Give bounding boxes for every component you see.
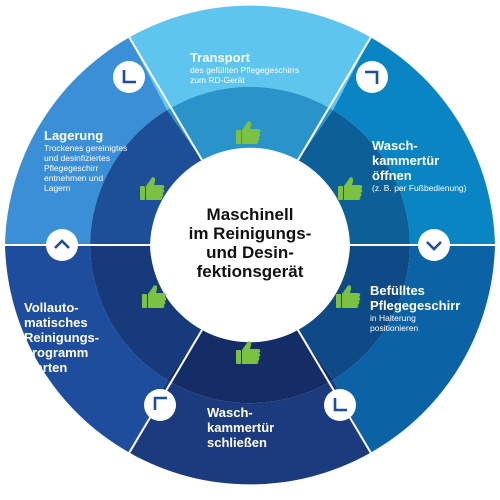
- segment-title: öffnen: [372, 168, 412, 183]
- segment-subtitle: Pflegegeschirr: [44, 163, 99, 173]
- segment-subtitle: Trockenes gereinigtes: [44, 143, 128, 153]
- segment-subtitle: zum RD-Gerät: [190, 75, 245, 85]
- segment-title: Lagerung: [44, 128, 104, 143]
- center-title: Maschinell im Reinigungs- und Desin- fek…: [170, 205, 330, 281]
- center-title-line: und Desin-: [206, 243, 294, 262]
- chevron-icon: [144, 389, 176, 421]
- center-title-line: im Reinigungs-: [188, 224, 312, 243]
- segment-schliessen-label: Wasch- kammertür schließen: [207, 405, 274, 450]
- segment-subtitle: entnehmen und: [44, 173, 104, 183]
- segment-befuelltes-bg: [333, 245, 495, 453]
- segment-title: Wasch-: [207, 405, 253, 420]
- chevron-icon: [418, 229, 450, 261]
- segment-subtitle: in Halterung: [370, 313, 416, 323]
- chevron-icon: [46, 229, 78, 261]
- thumbs-up-icon: [140, 177, 165, 200]
- segment-transport-label: Transport des gefüllten Pflegegeschirrs …: [190, 50, 299, 85]
- segment-subtitle: positionieren: [370, 323, 419, 333]
- segment-title: Vollauto-: [24, 300, 79, 315]
- thumbs-up-icon: [338, 177, 363, 200]
- segment-title: schließen: [207, 435, 267, 450]
- segment-lagerung-label: Lagerung Trockenes gereinigtes und desin…: [44, 128, 127, 193]
- segment-title: starten: [24, 360, 68, 375]
- inner-segment-oeffnen: [298, 110, 410, 245]
- segment-befuelltes-label: Befülltes Pflegegeschirr in Halterung po…: [370, 283, 460, 333]
- center-title-line: fektionsgerät: [196, 262, 304, 281]
- segment-title: Pflegegeschirr: [370, 298, 461, 313]
- segment-subtitle: des gefüllten Pflegegeschirrs: [190, 65, 300, 75]
- center-circle: [153, 148, 347, 342]
- segment-programm-label: Vollauto- matisches Reinigungs- programm…: [24, 300, 99, 375]
- segment-subtitle: und desinfiziertes: [44, 153, 111, 163]
- chevron-icon: [356, 61, 388, 93]
- thumbs-up-icon: [236, 341, 261, 364]
- inner-segment-programm: [90, 245, 202, 380]
- segment-title: Wasch-: [372, 138, 418, 153]
- chevron-icon: [113, 61, 145, 93]
- segment-title: Befülltes: [370, 283, 425, 298]
- segment-title: Transport: [190, 50, 250, 65]
- segment-title: programm: [24, 345, 89, 360]
- segment-subtitle: Lagern: [44, 183, 71, 193]
- segment-title: kammertür: [207, 420, 275, 435]
- thumbs-up-icon: [336, 285, 361, 308]
- inner-segment-schliessen: [167, 330, 333, 404]
- segment-title: kammertür: [372, 153, 440, 168]
- segment-title: Reinigungs-: [24, 330, 100, 345]
- thumbs-up-icon: [236, 121, 261, 144]
- segment-oeffnen-label: Wasch- kammertür öffnen (z. B. per Fußbe…: [372, 138, 467, 193]
- segment-schliessen-bg: [129, 380, 371, 485]
- inner-segment-lagerung: [90, 110, 202, 245]
- segment-transport-bg: [129, 5, 371, 110]
- inner-segment-befuelltes: [298, 245, 410, 380]
- segment-title: matisches: [24, 315, 88, 330]
- thumbs-up-icon: [142, 285, 167, 308]
- center-title-line: Maschinell: [206, 205, 294, 224]
- segment-subtitle: (z. B. per Fußbedienung): [372, 183, 467, 193]
- segment-programm-bg: [5, 245, 167, 453]
- chevron-icon: [324, 389, 356, 421]
